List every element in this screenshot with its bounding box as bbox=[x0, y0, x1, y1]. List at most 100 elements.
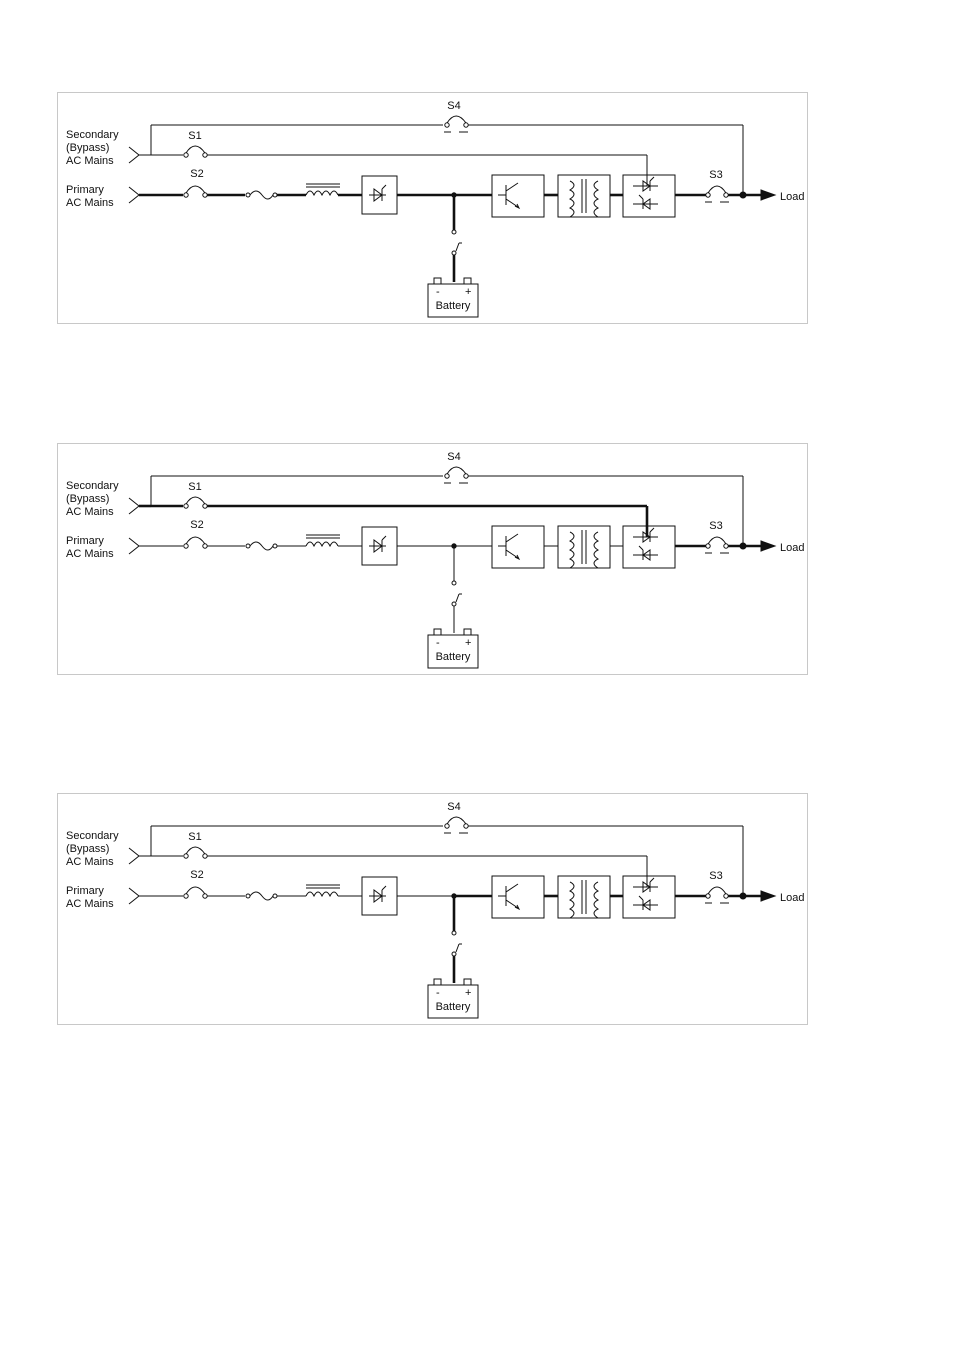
fuse-element bbox=[250, 892, 273, 900]
s1-contact-right bbox=[203, 854, 207, 858]
secondary-input-chevron bbox=[129, 147, 139, 163]
s2-contact-left bbox=[184, 193, 188, 197]
battery-switch-contact-bottom bbox=[452, 251, 456, 255]
battery-minus-label: - bbox=[436, 987, 440, 999]
s4-contact-right bbox=[464, 123, 468, 127]
secondary-label-line-2: (Bypass) bbox=[66, 843, 109, 855]
battery-switch-contact-top bbox=[452, 931, 456, 935]
s2-contact-right bbox=[203, 894, 207, 898]
s2-contact-left bbox=[184, 544, 188, 548]
s4-contact-right bbox=[464, 474, 468, 478]
load-label: Load bbox=[780, 892, 804, 904]
primary-input-chevron bbox=[129, 888, 139, 904]
battery-terminal-plus bbox=[464, 979, 471, 985]
s2-label: S2 bbox=[190, 519, 203, 531]
primary-label-line-2: AC Mains bbox=[66, 898, 114, 910]
secondary-label-line-2: (Bypass) bbox=[66, 493, 109, 505]
primary-label-line-2: AC Mains bbox=[66, 548, 114, 560]
s1-label: S1 bbox=[188, 831, 201, 843]
s3-label: S3 bbox=[709, 169, 722, 181]
battery-plus-label: + bbox=[465, 987, 471, 999]
diagram-panel-2: Secondary(Bypass)AC MainsPrimaryAC Mains… bbox=[57, 443, 808, 675]
s3-contact-left bbox=[706, 544, 710, 548]
secondary-label-line-1: Secondary bbox=[66, 830, 119, 842]
transformer-box bbox=[558, 526, 610, 568]
battery-label: Battery bbox=[436, 300, 471, 312]
inverter-box bbox=[492, 876, 544, 918]
battery-terminal-minus bbox=[434, 629, 441, 635]
load-label: Load bbox=[780, 542, 804, 554]
battery-minus-label: - bbox=[436, 286, 440, 298]
s3-arc bbox=[708, 186, 726, 193]
battery-terminal-plus bbox=[464, 629, 471, 635]
secondary-label-line-2: (Bypass) bbox=[66, 142, 109, 154]
inductor-coil bbox=[306, 892, 338, 896]
battery-switch-blade bbox=[456, 594, 462, 602]
s1-label: S1 bbox=[188, 130, 201, 142]
s1-label: S1 bbox=[188, 481, 201, 493]
s1-contact-right bbox=[203, 153, 207, 157]
fuse-contact-left bbox=[246, 193, 250, 197]
s1-contact-left bbox=[184, 153, 188, 157]
s2-label: S2 bbox=[190, 869, 203, 881]
transformer-box bbox=[558, 175, 610, 217]
inverter-box bbox=[492, 175, 544, 217]
s3-contact-left bbox=[706, 193, 710, 197]
s1-arc bbox=[186, 497, 205, 504]
s3-contact-right bbox=[724, 894, 728, 898]
battery-switch-blade bbox=[456, 944, 462, 952]
fuse-contact-right bbox=[273, 544, 277, 548]
output-node bbox=[740, 893, 746, 899]
static-switch-box bbox=[623, 876, 675, 918]
static-switch-box bbox=[623, 526, 675, 568]
battery-switch-contact-top bbox=[452, 581, 456, 585]
s3-label: S3 bbox=[709, 870, 722, 882]
load-arrow bbox=[761, 190, 775, 200]
fuse-contact-right bbox=[273, 894, 277, 898]
primary-input-chevron bbox=[129, 187, 139, 203]
s2-arc bbox=[186, 186, 205, 193]
s2-contact-right bbox=[203, 193, 207, 197]
battery-plus-label: + bbox=[465, 637, 471, 649]
s1-contact-left bbox=[184, 504, 188, 508]
s1-contact-left bbox=[184, 854, 188, 858]
s3-arc bbox=[708, 537, 726, 544]
battery-terminal-minus bbox=[434, 979, 441, 985]
battery-terminal-plus bbox=[464, 278, 471, 284]
s4-arc bbox=[447, 467, 466, 474]
s4-label: S4 bbox=[447, 451, 460, 463]
primary-label-line-1: Primary bbox=[66, 184, 104, 196]
inverter-box bbox=[492, 526, 544, 568]
battery-label: Battery bbox=[436, 651, 471, 663]
secondary-label-line-1: Secondary bbox=[66, 129, 119, 141]
s3-contact-right bbox=[724, 193, 728, 197]
s3-arc bbox=[708, 887, 726, 894]
s2-arc bbox=[186, 537, 205, 544]
s3-contact-right bbox=[724, 544, 728, 548]
s4-label: S4 bbox=[447, 801, 460, 813]
secondary-input-chevron bbox=[129, 848, 139, 864]
secondary-label-line-3: AC Mains bbox=[66, 155, 114, 167]
primary-label-line-2: AC Mains bbox=[66, 197, 114, 209]
s4-label: S4 bbox=[447, 100, 460, 112]
battery-switch-contact-bottom bbox=[452, 952, 456, 956]
static-switch-box bbox=[623, 175, 675, 217]
s2-contact-left bbox=[184, 894, 188, 898]
secondary-label-line-3: AC Mains bbox=[66, 506, 114, 518]
s4-contact-left bbox=[445, 123, 449, 127]
primary-label-line-1: Primary bbox=[66, 535, 104, 547]
transformer-box bbox=[558, 876, 610, 918]
s4-contact-left bbox=[445, 474, 449, 478]
secondary-input-chevron bbox=[129, 498, 139, 514]
s4-arc bbox=[447, 817, 466, 824]
battery-switch-contact-top bbox=[452, 230, 456, 234]
fuse-contact-right bbox=[273, 193, 277, 197]
battery-minus-label: - bbox=[436, 637, 440, 649]
secondary-label-line-3: AC Mains bbox=[66, 856, 114, 868]
fuse-element bbox=[250, 542, 273, 550]
load-label: Load bbox=[780, 191, 804, 203]
s4-contact-right bbox=[464, 824, 468, 828]
